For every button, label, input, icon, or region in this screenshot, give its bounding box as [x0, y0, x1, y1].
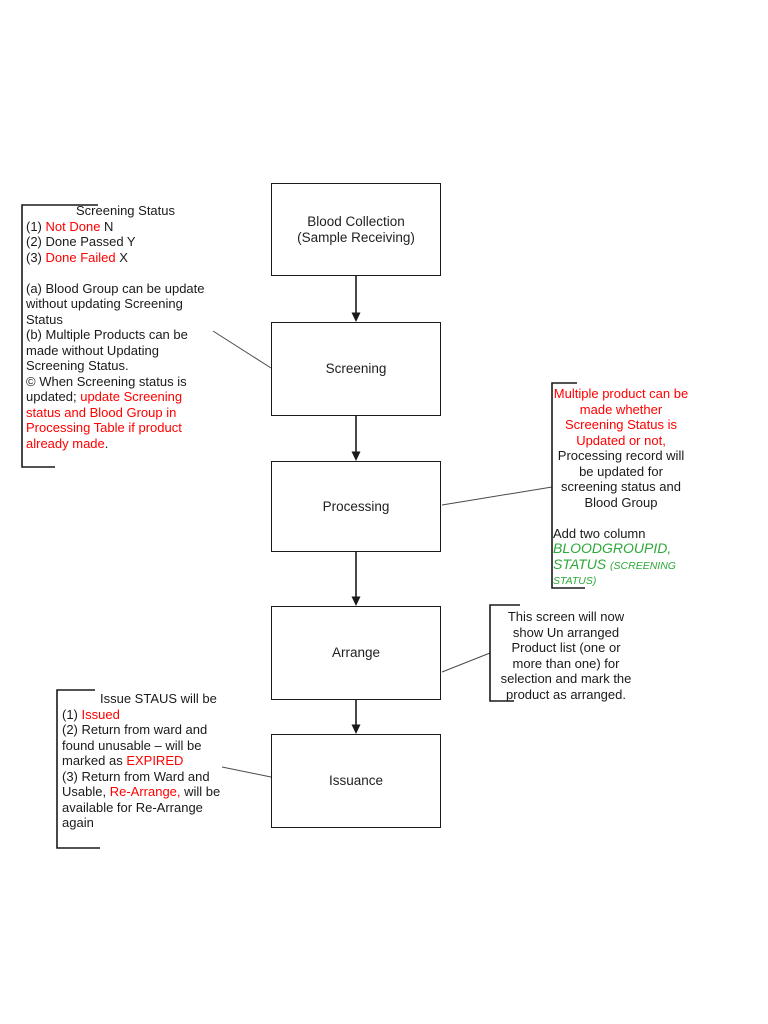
note-line: STATUS (SCREENING: [553, 555, 676, 572]
flow-box-processing: Processing: [271, 461, 441, 552]
note-line: without updating Screening: [26, 296, 183, 311]
note-line: Product list (one or: [511, 640, 621, 655]
bracket-arrange-note: [489, 604, 520, 702]
note-line: (2) Return from ward and: [62, 722, 208, 737]
flow-box-label: Processing: [322, 498, 390, 514]
note-line: STATUS): [553, 575, 597, 587]
note-line: Updated or not,: [576, 432, 666, 448]
note-line: [26, 265, 221, 281]
note-line: updated; update Screening: [26, 389, 183, 404]
note-line: Multiple product can be: [553, 386, 689, 401]
connector-arrange-note: [441, 652, 491, 673]
bracket-issuance-note: [56, 689, 100, 849]
flow-box-label: Issuance: [328, 773, 384, 788]
note-line: Screening Status is: [564, 417, 677, 432]
note-screening-status: Screening Status(1) Not Done N(2) Done P…: [26, 203, 221, 451]
note-line: (b) Multiple Products can be: [26, 327, 188, 342]
note-line: Add two column: [553, 525, 646, 541]
flow-box-blood-collection: Blood Collection (Sample Receiving): [271, 183, 441, 276]
note-line: Screening Status: [76, 203, 176, 218]
note-line: Blood Group: [584, 494, 658, 510]
note-line: Screening Status.: [26, 358, 129, 373]
note-line: screening status and: [561, 479, 681, 494]
note-line: Processing Table if product: [26, 420, 182, 435]
note-line: (1) Not Done N: [26, 218, 114, 234]
note-line: product as arranged.: [506, 686, 626, 702]
flow-box-screening: Screening: [271, 322, 441, 416]
arrow-screening-to-processing: [351, 416, 361, 461]
note-line: Issue STAUS will be: [100, 691, 217, 706]
note-line: made without Updating: [26, 342, 159, 358]
connector-processing-note: [441, 486, 553, 506]
note-line: already made.: [26, 435, 109, 451]
arrow-processing-to-arrange: [351, 552, 361, 606]
note-line: marked as EXPIRED: [62, 753, 184, 768]
note-line: be updated for: [579, 463, 663, 479]
note-issue-status: Issue STAUS will be(1) Issued(2) Return …: [62, 691, 238, 831]
flow-box-arrange: Arrange: [271, 606, 441, 700]
note-line: found unusable – will be: [62, 737, 202, 753]
note-line: Processing record will: [557, 448, 685, 463]
flow-box-label: Blood Collection (Sample Receiving): [297, 213, 415, 245]
flow-box-issuance: Issuance: [271, 734, 441, 828]
note-line: (1) Issued: [62, 706, 120, 722]
connector-issuance-note: [221, 766, 272, 778]
note-line: made whether: [579, 401, 663, 417]
flow-box-label: Screening: [325, 361, 387, 376]
note-line: (3) Done Failed X: [26, 249, 128, 265]
note-line: © When Screening status is: [26, 373, 187, 389]
bracket-screening-note: [21, 204, 98, 468]
note-line: BLOODGROUPID,: [553, 540, 672, 556]
arrow-blood-collection-to-screening: [351, 276, 361, 322]
bracket-processing-note: [551, 382, 585, 589]
arrow-arrange-to-issuance: [351, 700, 361, 734]
note-line: This screen will now: [507, 609, 625, 624]
note-line: again: [62, 815, 94, 830]
note-line: (3) Return from Ward and: [62, 768, 210, 784]
connector-screening-note: [212, 330, 272, 369]
note-line: Status: [26, 311, 63, 327]
note-line: show Un arranged: [512, 624, 620, 640]
note-line: more than one) for: [512, 655, 620, 671]
flow-box-label: Arrange: [331, 645, 381, 660]
note-line: Usable, Re-Arrange, will be: [62, 784, 221, 799]
note-line: available for Re-Arrange: [62, 799, 203, 815]
note-line: (a) Blood Group can be update: [26, 280, 205, 296]
note-line: selection and mark the: [500, 671, 632, 686]
note-line: [553, 510, 689, 526]
note-line: (2) Done Passed Y: [26, 234, 136, 249]
note-line: status and Blood Group in: [26, 404, 177, 420]
